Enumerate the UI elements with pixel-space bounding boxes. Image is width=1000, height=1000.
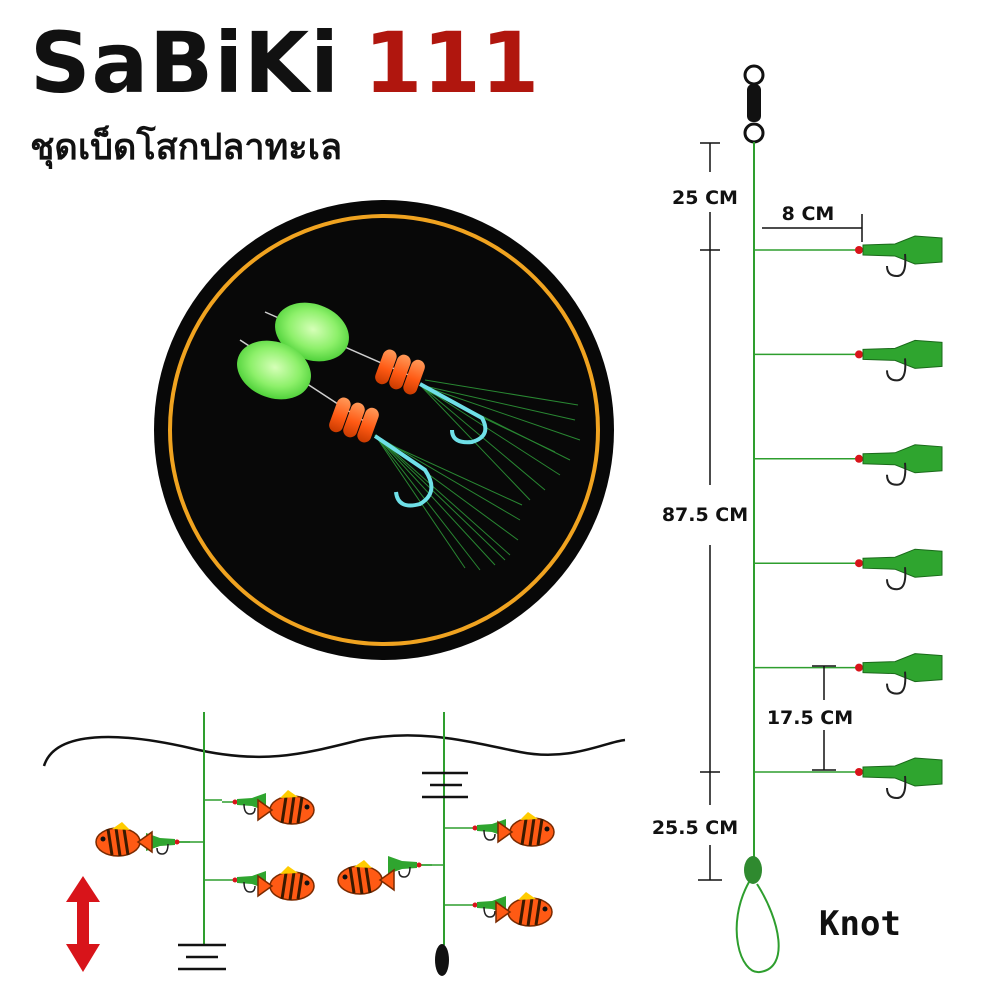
product-subtitle: ชุดเบ็ดโสกปลาทะเล [30, 127, 343, 168]
hook-branch [754, 444, 943, 486]
rig-diagram: 25 CM 87.5 CM 25.5 CM 8 CM 17.5 CM Knot [652, 64, 943, 974]
hook-branch [754, 757, 943, 800]
hook-branch [754, 339, 943, 382]
hook-branch [754, 653, 943, 695]
dim-branch-length: 8 CM [782, 203, 835, 225]
model-number: 111 [363, 14, 540, 112]
dim-top-gap: 25 CM [672, 187, 738, 209]
hook-branch [754, 235, 943, 278]
usage-scene [42, 712, 626, 976]
up-down-arrow-icon [66, 876, 100, 972]
dim-total-span: 87.5 CM [662, 504, 748, 526]
lure-closeup-photo [154, 200, 614, 660]
dim-bottom-gap: 25.5 CM [652, 817, 738, 839]
dim-hook-spacing: 17.5 CM [767, 707, 853, 729]
knot-label: Knot [819, 904, 901, 944]
brand-name: SaBiKi [30, 14, 340, 112]
hook-branch [754, 548, 943, 591]
